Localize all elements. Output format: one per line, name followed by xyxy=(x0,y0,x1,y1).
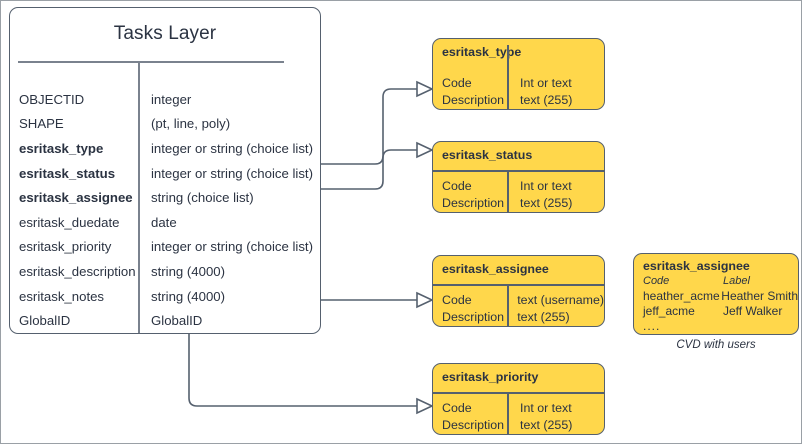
field-name: esritask_duedate xyxy=(19,214,120,230)
domain-code-type: Int or text xyxy=(520,179,572,193)
domain-code-label: Code xyxy=(442,179,472,193)
cvd-header-label: Label xyxy=(723,275,750,287)
cvd-code: jeff_acme xyxy=(643,304,695,318)
domain-description-type: text (255) xyxy=(517,309,570,324)
field-type: integer or string (choice list) xyxy=(151,239,313,255)
field-name: esritask_description xyxy=(19,263,136,279)
domain-description-type: text (255) xyxy=(520,417,573,432)
field-row: esritask_duedate date xyxy=(10,210,320,235)
domain-box-esritask-status: esritask_status Code Description Int or … xyxy=(432,141,605,213)
connector-to-esritask-status xyxy=(321,141,434,190)
domain-body: Code Description Int or text text (255) xyxy=(433,178,604,211)
domain-type-column: Int or text text (255) xyxy=(511,178,572,211)
cvd-caption: CVD with users xyxy=(676,339,756,351)
field-name: GlobalID xyxy=(19,313,71,329)
domain-code-label: Code xyxy=(442,401,472,415)
domain-code-label: Code xyxy=(442,76,472,90)
domain-description-label: Description xyxy=(442,195,504,210)
cvd-label: Heather Smith xyxy=(721,289,798,303)
field-row: esritask_priority integer or string (cho… xyxy=(10,235,320,260)
domain-code-type: Int or text xyxy=(520,401,572,415)
cvd-label: Jeff Walker xyxy=(723,304,783,318)
connector-to-esritask-type xyxy=(321,80,434,165)
field-type: integer or string (choice list) xyxy=(151,165,313,181)
domain-code-label: Code xyxy=(442,293,472,307)
entity-title: Tasks Layer xyxy=(113,23,217,44)
entity-title-divider xyxy=(18,61,284,63)
field-type: GlobalID xyxy=(151,313,203,329)
entity-field-list: OBJECTID integer SHAPE (pt, line, poly) … xyxy=(10,65,320,333)
domain-code-column: Code Description xyxy=(433,178,511,211)
domain-description-type: text (255) xyxy=(520,92,573,107)
field-name: OBJECTID xyxy=(19,91,85,107)
field-type: string (4000) xyxy=(151,263,226,279)
domain-type-column: Int or text text (255) xyxy=(511,400,572,433)
cvd-header-code: Code xyxy=(643,275,670,287)
domain-title-divider xyxy=(433,284,604,286)
domain-box-esritask-assignee: esritask_assignee Code Description text … xyxy=(432,255,605,327)
domain-description-type: text (255) xyxy=(520,195,573,210)
domain-column-divider xyxy=(507,170,509,212)
field-type: integer or string (choice list) xyxy=(151,140,313,156)
field-type: string (choice list) xyxy=(151,190,254,206)
domain-description-label: Description xyxy=(442,309,504,324)
field-row: esritask_assignee string (choice list) xyxy=(10,185,320,210)
domain-title-divider xyxy=(433,392,604,394)
domain-code-column: Code Description xyxy=(433,400,511,433)
cvd-box-esritask-assignee: esritask_assignee Code Label heather_acm… xyxy=(633,253,799,335)
domain-body: Code Description text (username) text (2… xyxy=(433,292,604,325)
domain-box-esritask-priority: esritask_priority Code Description Int o… xyxy=(432,363,605,435)
field-row: esritask_notes string (4000) xyxy=(10,284,320,309)
field-name: esritask_priority xyxy=(19,239,112,255)
field-type: date xyxy=(151,214,177,230)
field-name: SHAPE xyxy=(19,116,64,132)
entity-tasks-layer: Tasks Layer OBJECTID integer SHAPE (pt, … xyxy=(9,7,321,334)
domain-code-type: Int or text xyxy=(520,76,572,90)
domain-description-label: Description xyxy=(442,92,504,107)
domain-title: esritask_priority xyxy=(442,370,539,384)
domain-code-column: Code Description xyxy=(433,75,511,108)
domain-column-divider xyxy=(507,45,509,109)
field-row: OBJECTID integer xyxy=(10,87,320,112)
field-name: esritask_type xyxy=(19,140,104,156)
domain-type-column: text (username) text (255) xyxy=(508,292,604,325)
domain-code-type: text (username) xyxy=(517,293,604,307)
field-name: esritask_assignee xyxy=(19,190,133,206)
field-type: string (4000) xyxy=(151,288,226,304)
domain-body: Code Description Int or text text (255) xyxy=(433,400,604,433)
domain-title-divider xyxy=(433,170,604,172)
domain-body: Code Description Int or text text (255) xyxy=(433,75,604,108)
domain-title: esritask_assignee xyxy=(442,262,549,276)
field-row: esritask_status integer or string (choic… xyxy=(10,161,320,186)
entity-column-divider xyxy=(138,63,140,333)
cvd-header-row: Code Label xyxy=(643,274,798,289)
domain-column-divider xyxy=(507,284,509,326)
field-row: esritask_description string (4000) xyxy=(10,259,320,284)
cvd-title: esritask_assignee xyxy=(643,259,750,273)
field-type: integer xyxy=(151,91,192,107)
cvd-row: heather_acme Heather Smith xyxy=(643,289,798,304)
field-row: esritask_type integer or string (choice … xyxy=(10,136,320,161)
cvd-code: heather_acme xyxy=(643,289,720,303)
domain-column-divider xyxy=(507,392,509,434)
domain-code-column: Code Description xyxy=(433,292,508,325)
domain-description-label: Description xyxy=(442,417,504,432)
domain-type-column: Int or text text (255) xyxy=(511,75,572,108)
domain-box-esritask-type: esritask_type Code Description Int or te… xyxy=(432,38,605,110)
domain-title: esritask_status xyxy=(442,148,533,162)
field-row: GlobalID GlobalID xyxy=(10,308,320,333)
field-type: (pt, line, poly) xyxy=(151,116,231,132)
domain-title: esritask_type xyxy=(442,45,522,59)
field-row: SHAPE (pt, line, poly) xyxy=(10,112,320,137)
cvd-ellipsis: .... xyxy=(643,319,661,333)
cvd-row: jeff_acme Jeff Walker xyxy=(643,304,798,319)
field-name: esritask_status xyxy=(19,165,116,181)
field-name: esritask_notes xyxy=(19,288,105,304)
